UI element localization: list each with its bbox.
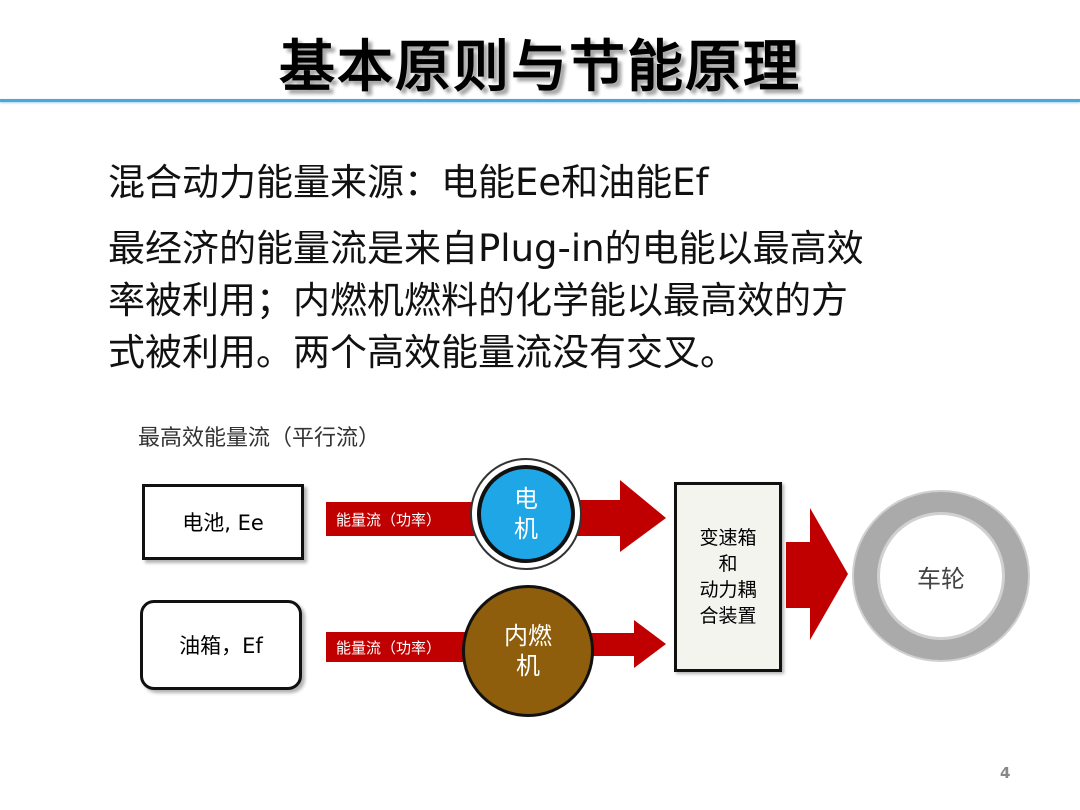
gearbox-label-1: 变速箱: [699, 527, 757, 549]
fuel-tank-label: 油箱，Ef: [179, 634, 263, 658]
arrow-right-icon: [590, 620, 666, 668]
gearbox-coupling-box: 变速箱 和 动力耦 合装置: [674, 482, 782, 672]
diagram-title: 最高效能量流（平行流）: [138, 426, 381, 451]
wheel-hub: 车轮: [877, 512, 1005, 640]
battery-label: 电池, Ee: [182, 511, 264, 535]
body-line-2: 最经济的能量流是来自Plug-in的电能以最高效: [108, 227, 864, 270]
arrow-right-icon: [570, 480, 666, 552]
motor-label-1: 电: [514, 485, 538, 513]
wheel-ring: 车轮: [852, 490, 1030, 662]
energy-flow-band-top: 能量流（功率）: [326, 502, 486, 536]
engine-label-1: 内燃: [504, 622, 552, 650]
gearbox-label-4: 合装置: [699, 605, 757, 627]
body-line-4: 式被利用。两个高效能量流没有交叉。: [108, 331, 737, 374]
wheel-label: 车轮: [917, 564, 965, 593]
battery-box: 电池, Ee: [142, 484, 304, 560]
motor-outer-ring: 电 机: [470, 458, 582, 570]
motor-circle: 电 机: [477, 465, 575, 563]
page-number: 4: [1000, 764, 1011, 782]
body-line-1: 混合动力能量来源：电能Ee和油能Ef: [108, 161, 709, 204]
energy-flow-band-bottom: 能量流（功率）: [326, 632, 486, 662]
motor-label-2: 机: [514, 515, 538, 543]
engine-label-2: 机: [516, 652, 540, 680]
energy-flow-label-top: 能量流（功率）: [336, 510, 442, 529]
slide-title: 基本原则与节能原理: [279, 35, 801, 100]
gearbox-label-2: 和: [718, 553, 738, 575]
engine-circle: 内燃 机: [462, 585, 594, 717]
body-line-3: 率被利用；内燃机燃料的化学能以最高效的方: [108, 279, 848, 322]
arrow-right-icon: [786, 508, 848, 640]
title-divider: [0, 99, 1080, 102]
fuel-tank-box: 油箱，Ef: [140, 600, 302, 690]
energy-flow-label-bottom: 能量流（功率）: [336, 638, 442, 657]
gearbox-label-3: 动力耦: [699, 579, 757, 601]
